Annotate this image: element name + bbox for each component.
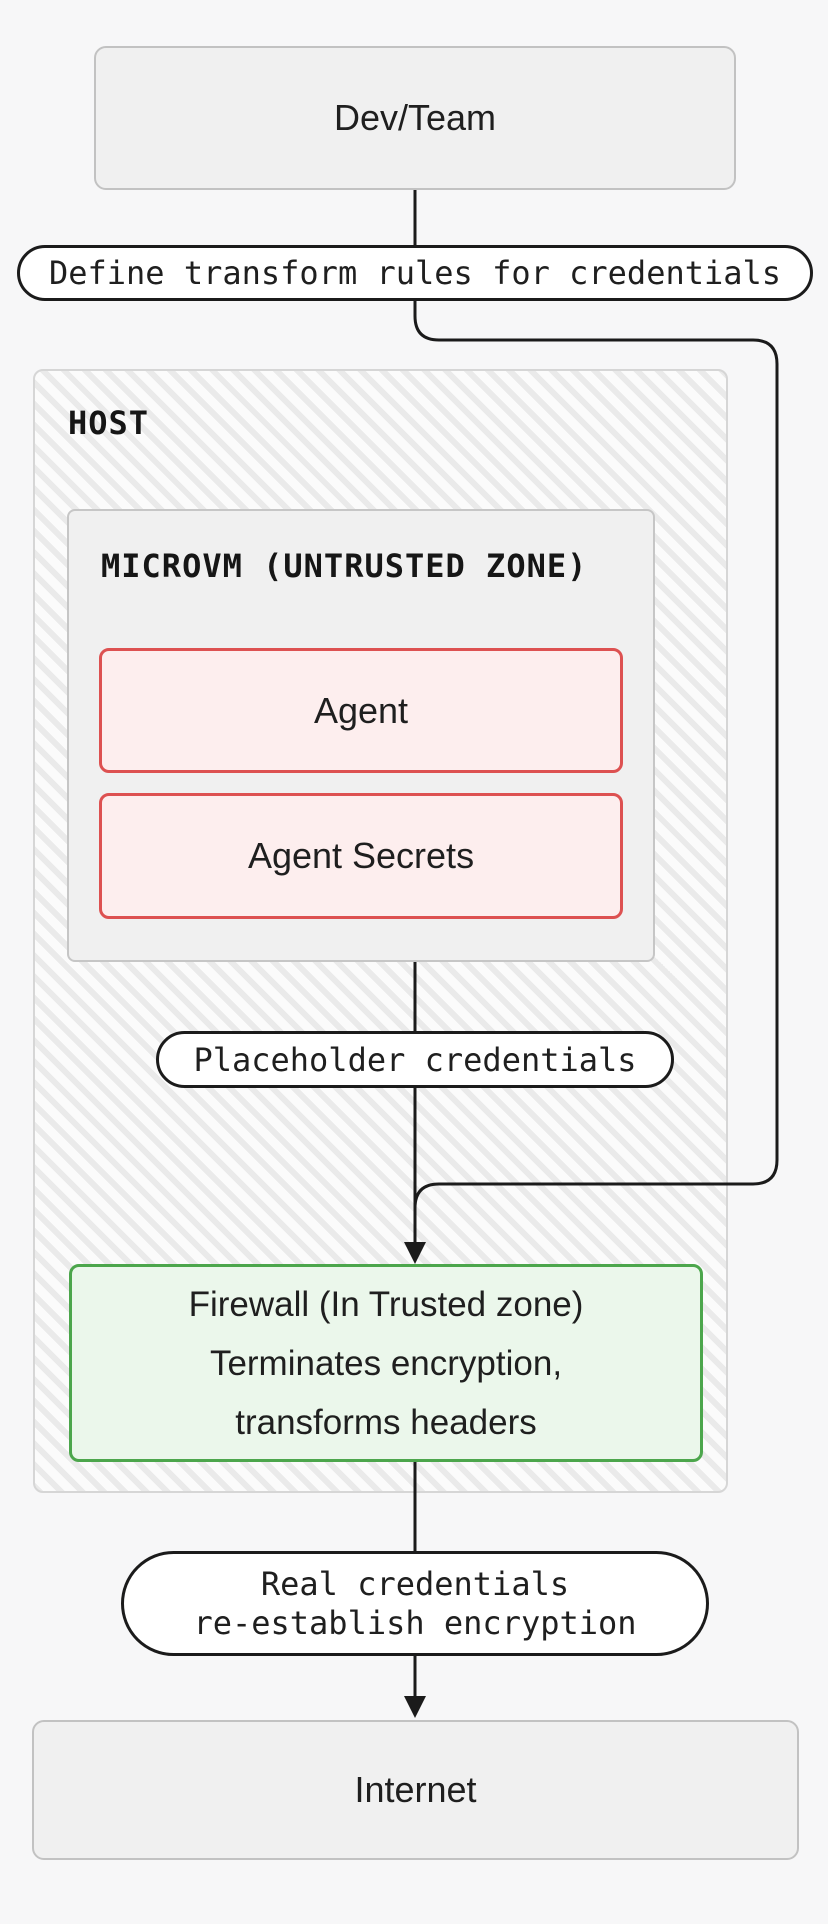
arrowhead-into-internet (404, 1696, 426, 1718)
container-microvm-label: MICROVM (UNTRUSTED ZONE) (101, 547, 588, 585)
container-host-label: HOST (68, 404, 150, 442)
node-agent-secrets: Agent Secrets (99, 793, 623, 919)
node-dev-team: Dev/Team (94, 46, 736, 190)
node-internet: Internet (32, 1720, 799, 1860)
node-firewall-label: Firewall (In Trusted zone) Terminates en… (188, 1284, 584, 1442)
edge-label-placeholder-credentials: Placeholder credentials (156, 1031, 674, 1088)
edge-label-real-credentials: Real credentials re-establish encryption (121, 1551, 709, 1656)
node-agent-label: Agent (313, 689, 409, 731)
edge-label-real-credentials-text: Real credentials re-establish encryption (193, 1564, 637, 1642)
edge-label-define-transform-rules-text: Define transform rules for credentials (48, 254, 782, 292)
edge-label-define-transform-rules: Define transform rules for credentials (17, 245, 813, 301)
node-dev-team-label: Dev/Team (333, 97, 497, 138)
node-firewall-trusted-zone: Firewall (In Trusted zone) Terminates en… (69, 1264, 703, 1462)
node-agent: Agent (99, 648, 623, 773)
edge-label-placeholder-credentials-text: Placeholder credentials (193, 1040, 637, 1079)
node-internet-label: Internet (354, 1769, 477, 1810)
node-agent-secrets-label: Agent Secrets (247, 835, 475, 876)
